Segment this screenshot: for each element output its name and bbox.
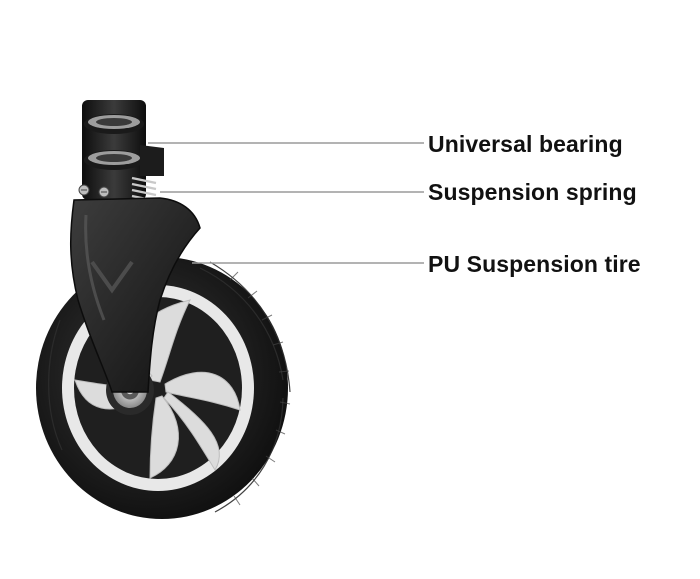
callout-universal-bearing: Universal bearing [428, 131, 623, 157]
steering-stem [78, 100, 164, 203]
leader-lines [148, 142, 424, 264]
fork [69, 197, 201, 393]
callout-suspension-spring: Suspension spring [428, 179, 637, 205]
callout-pu-suspension-tire: PU Suspension tire [428, 251, 641, 277]
